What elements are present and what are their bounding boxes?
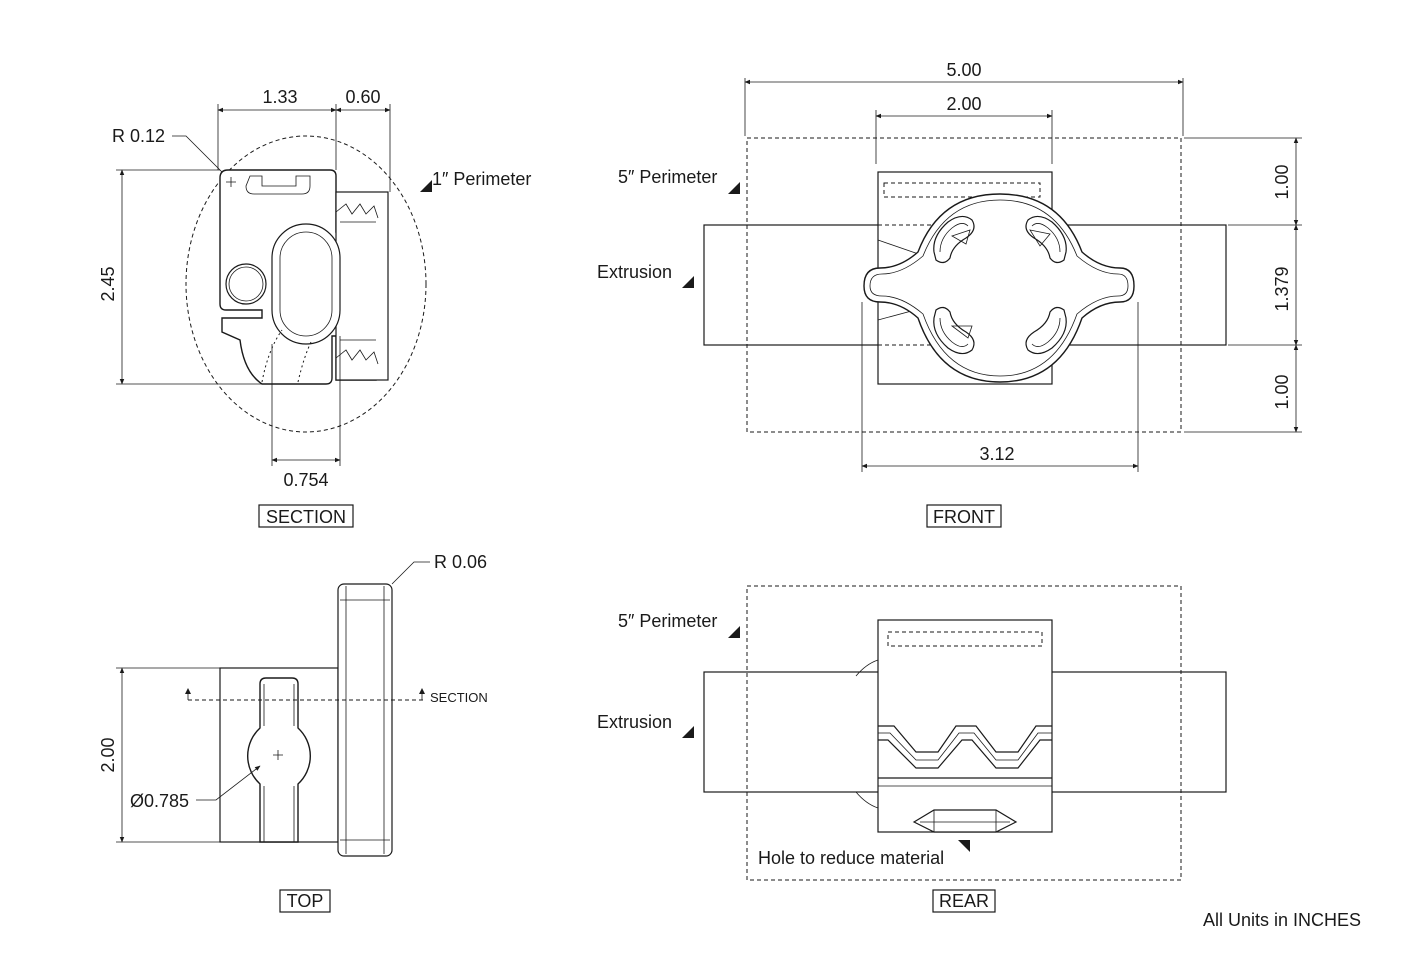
rear-hole-note: Hole to reduce material	[758, 848, 944, 868]
front-dim-span: 3.12	[979, 444, 1014, 464]
section-dim-bottom: 0.754	[283, 470, 328, 490]
rear-view: 5″ Perimeter Extrusion Hole to reduce ma…	[597, 585, 1227, 913]
front-dim-bottom: 1.00	[1272, 374, 1292, 409]
section-perimeter-label: 1″ Perimeter	[432, 169, 531, 189]
section-pill-cavity	[271, 223, 341, 345]
front-extrusion-label: Extrusion	[597, 262, 672, 282]
section-top-slot	[245, 175, 311, 195]
top-radius-label: R 0.06	[434, 552, 487, 572]
front-slot-bottom-left	[933, 306, 975, 355]
top-mount-plate	[337, 583, 393, 857]
rear-hole	[912, 809, 1018, 833]
top-channel	[247, 677, 311, 843]
front-slot-top-left	[933, 215, 975, 264]
front-mount-plate	[863, 193, 1135, 383]
front-perimeter-label: 5″ Perimeter	[618, 167, 717, 187]
section-teeth-upper	[335, 203, 379, 219]
front-perimeter-outline	[746, 137, 1182, 433]
top-diameter-label: Ø0.785	[130, 791, 189, 811]
top-view: SECTION 2.00 Ø0.785 R 0.06 TOP	[98, 552, 488, 913]
rear-perimeter-label: 5″ Perimeter	[618, 611, 717, 631]
section-view: 1.33 0.60 2.45 0.754 R 0.12 1″ Perimeter…	[98, 87, 531, 528]
section-dim-width: 1.33	[262, 87, 297, 107]
front-view: 5.00 2.00 3.12 1.00 1.379 1.00 5″ Perime…	[597, 60, 1302, 528]
top-view-title: TOP	[287, 891, 324, 911]
rear-view-title: REAR	[939, 891, 989, 911]
section-perimeter-outline	[185, 135, 427, 433]
front-view-title: FRONT	[933, 507, 995, 527]
top-section-marker: SECTION	[430, 690, 488, 705]
units-note: All Units in INCHES	[1203, 910, 1361, 930]
section-radius-label: R 0.12	[112, 126, 165, 146]
section-rail-block	[335, 191, 389, 381]
front-dim-top: 1.00	[1272, 164, 1292, 199]
rear-perimeter-outline	[746, 585, 1182, 881]
front-dim-mid: 1.379	[1272, 266, 1292, 311]
front-dim-inner: 2.00	[946, 94, 981, 114]
rear-teeth	[878, 725, 1052, 753]
top-dim-height: 2.00	[98, 737, 118, 772]
front-slot-bottom-right	[1025, 306, 1067, 355]
section-round-hole	[225, 263, 267, 305]
front-dim-outer: 5.00	[946, 60, 981, 80]
section-dim-side: 0.60	[345, 87, 380, 107]
rear-extrusion-label: Extrusion	[597, 712, 672, 732]
front-slot-top-right	[1025, 215, 1067, 264]
section-teeth-lower	[335, 349, 379, 365]
section-dim-height: 2.45	[98, 266, 118, 301]
section-view-title: SECTION	[266, 507, 346, 527]
